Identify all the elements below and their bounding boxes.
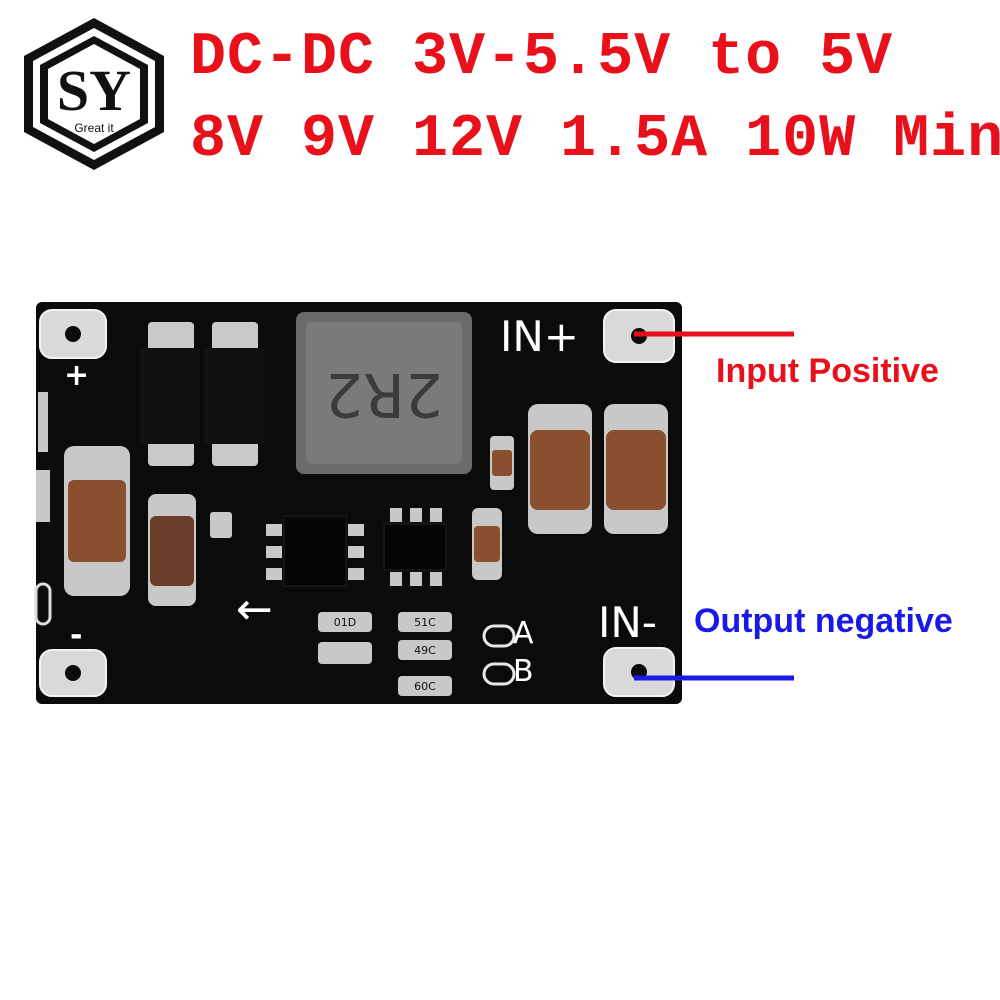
resistor-mark-1: 01D bbox=[334, 616, 356, 629]
input-positive-label: Input Positive bbox=[716, 352, 939, 390]
corner-pads bbox=[39, 309, 675, 697]
resistors bbox=[318, 612, 452, 696]
ic-chips bbox=[283, 515, 447, 587]
capacitors bbox=[64, 404, 668, 606]
diodes bbox=[140, 322, 264, 466]
title-line-2: 8V 9V 12V 1.5A 10W Mini bbox=[190, 106, 1000, 174]
silk-pad-b: B bbox=[513, 654, 534, 689]
title-line-1: DC-DC 3V-5.5V to 5V bbox=[190, 24, 894, 92]
sy-logo: SY Great it bbox=[24, 18, 164, 170]
direction-arrow: ← bbox=[236, 584, 273, 635]
silk-pad-a: A bbox=[513, 616, 534, 651]
logo-letters: SY bbox=[57, 58, 131, 123]
silk-output-minus: - bbox=[70, 618, 83, 653]
resistor-mark-2: 51C bbox=[414, 616, 436, 629]
resistor-mark-3: 49C bbox=[414, 644, 436, 657]
jumper-pads bbox=[482, 624, 516, 686]
silk-output-plus: + bbox=[64, 358, 90, 393]
logo-tagline: Great it bbox=[74, 121, 114, 135]
resistor-mark-4: 60C bbox=[414, 680, 436, 693]
inductor-marking: 2R2 bbox=[325, 359, 443, 429]
silk-in-minus: IN- bbox=[598, 598, 657, 647]
silk-in-plus: IN+ bbox=[500, 312, 579, 361]
output-negative-label: Output negative bbox=[694, 602, 953, 640]
